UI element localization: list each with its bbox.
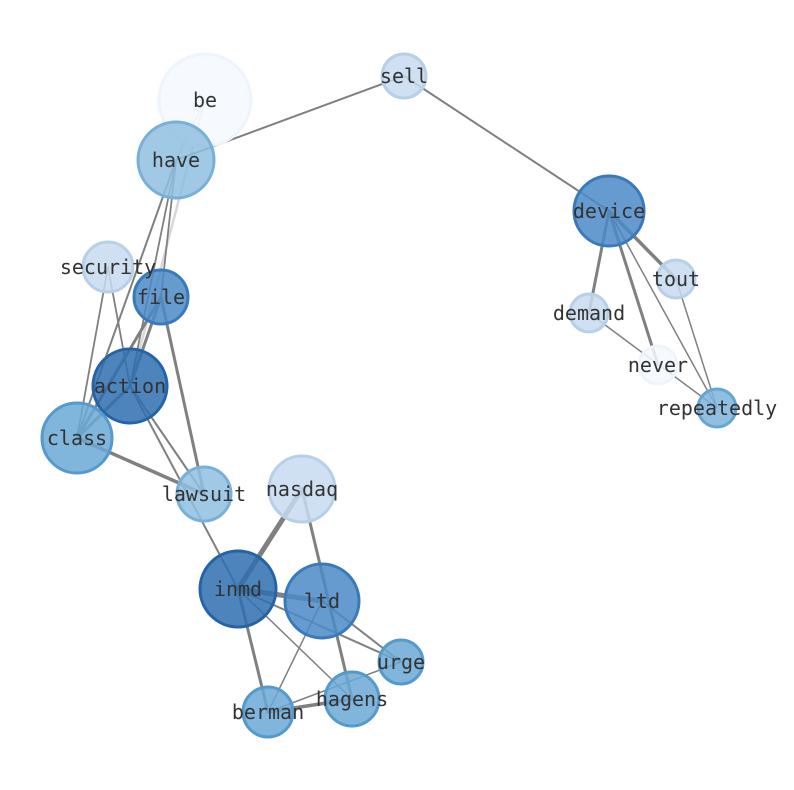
node-tout <box>655 258 697 300</box>
node-label-inmd: inmd <box>214 577 262 601</box>
node-lawsuit <box>175 465 233 523</box>
label-layer: be sell have device security file tout demand ne… <box>47 64 777 724</box>
node-label-be: be <box>193 88 217 112</box>
node-label-nasdaq: nasdaq <box>266 477 338 501</box>
node-label-device: device <box>573 199 645 223</box>
node-sell <box>380 52 428 100</box>
node-label-have: have <box>152 148 200 172</box>
node-label-berman: berman <box>232 700 304 724</box>
edge-tout-repeatedly <box>675 278 718 409</box>
node-label-file: file <box>137 285 185 309</box>
node-label-lawsuit: lawsuit <box>162 482 246 506</box>
node-file <box>132 268 190 326</box>
node-inmd <box>198 549 278 629</box>
node-label-hagens: hagens <box>316 687 388 711</box>
node-demand <box>568 292 610 334</box>
node-device <box>572 174 646 248</box>
node-label-sell: sell <box>380 64 428 88</box>
node-never <box>637 344 679 386</box>
node-hagens <box>323 670 381 728</box>
node-urge <box>377 638 425 686</box>
edge-file-lawsuit <box>159 295 206 496</box>
node-label-ltd: ltd <box>304 589 340 613</box>
node-repeatedly <box>696 387 738 429</box>
node-berman <box>241 685 295 739</box>
node-label-urge: urge <box>377 650 425 674</box>
node-action <box>91 347 169 425</box>
edge-device-repeatedly <box>608 210 718 409</box>
node-label-security: security <box>60 255 156 279</box>
node-nasdaq <box>267 454 337 524</box>
node-security <box>81 240 135 294</box>
node-class <box>40 401 114 475</box>
edge-sell-device <box>403 75 610 212</box>
node-label-repeatedly: repeatedly <box>657 396 777 420</box>
node-have <box>136 120 216 200</box>
node-label-never: never <box>628 353 688 377</box>
node-layer <box>40 52 738 739</box>
node-label-demand: demand <box>553 301 625 325</box>
node-label-tout: tout <box>652 267 700 291</box>
node-label-class: class <box>47 426 107 450</box>
node-label-action: action <box>94 374 166 398</box>
node-ltd <box>283 562 361 640</box>
